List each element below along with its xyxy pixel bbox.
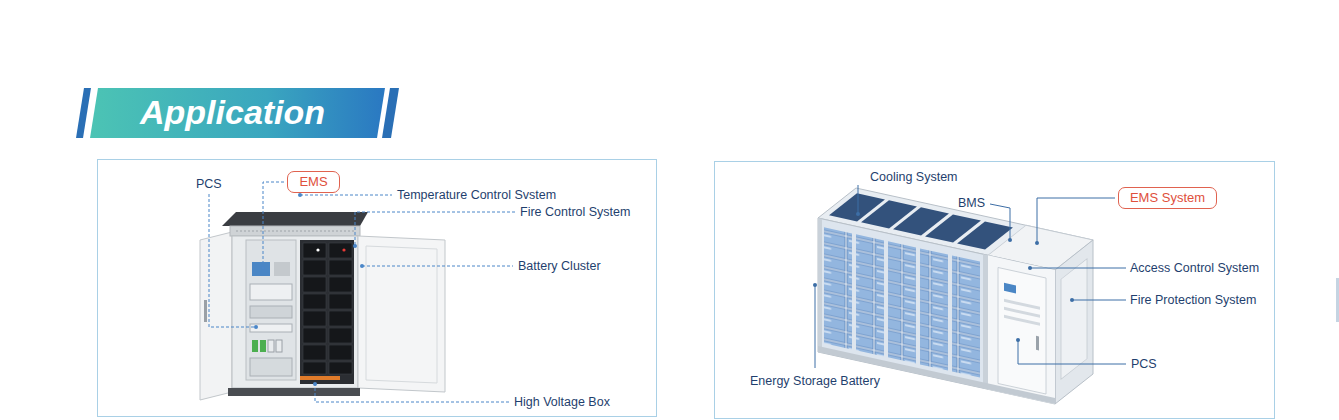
part-label: PCS [1131,355,1157,373]
leader-dots [254,193,364,386]
part-label: Access Control System [1130,259,1259,277]
title-banner [76,88,399,138]
panel-frame [98,160,657,417]
leader-dots [813,212,1074,342]
container-illustration [818,188,1093,404]
part-label: Energy Storage Battery [750,372,880,390]
part-label: PCS [196,175,222,193]
part-label: Battery Cluster [518,257,601,275]
section-title: Application [140,91,325,133]
leader-lines [209,182,515,402]
cabinet-illustration [200,212,445,400]
callout-box: EMS System [1118,187,1217,209]
part-label: Temperature Control Svstem [397,186,556,204]
part-label: Fire Protection System [1130,291,1256,309]
callout-text: EMS [299,174,327,190]
callout-box: EMS [287,171,340,193]
part-label: Cooling System [870,168,958,186]
part-label: High Voltage Box [514,393,610,411]
part-label: BMS [958,194,985,212]
callout-text: EMS System [1130,190,1205,206]
panel-frame [715,162,1275,419]
leader-lines [815,185,1126,368]
edge-mark [1336,278,1339,322]
part-label: Fire Control System [520,203,630,221]
